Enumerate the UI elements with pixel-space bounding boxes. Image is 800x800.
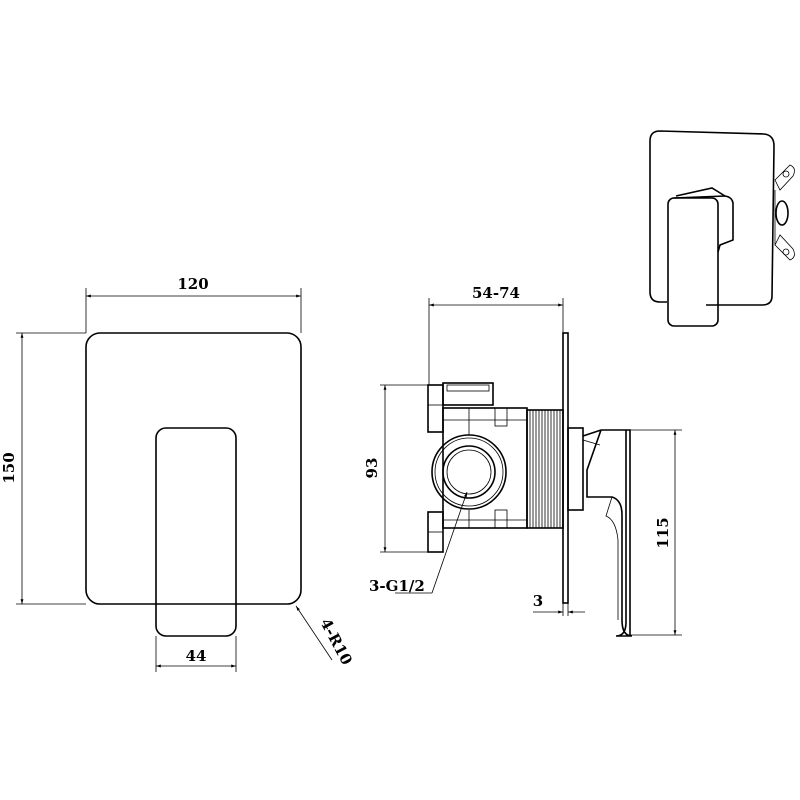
depth-dimension: 54-74 <box>472 284 520 302</box>
handle-width-dimension: 44 <box>186 647 207 665</box>
mounting-lugs <box>774 164 795 261</box>
lever-handle <box>155 427 237 637</box>
inlet-port <box>431 434 507 510</box>
plate-thickness-dimension: 3 <box>533 592 543 610</box>
width-dimension: 120 <box>177 275 208 293</box>
lever-handle-side <box>582 429 633 637</box>
radius-dimension: 4-R10 <box>316 615 355 668</box>
height-dimension: 150 <box>0 452 18 483</box>
body-height-dimension: 93 <box>363 458 381 479</box>
thread-section <box>526 409 564 529</box>
isometric-view <box>649 130 795 327</box>
handle-height-dimension: 115 <box>654 517 672 548</box>
connection-dimension: 3-G1/2 <box>369 577 425 595</box>
iso-lever-handle <box>667 197 719 327</box>
front-view: 120 150 44 4-R10 <box>0 275 356 672</box>
cover-plate <box>85 332 302 605</box>
side-view: 54-74 93 3-G1/2 3 115 <box>363 284 682 637</box>
